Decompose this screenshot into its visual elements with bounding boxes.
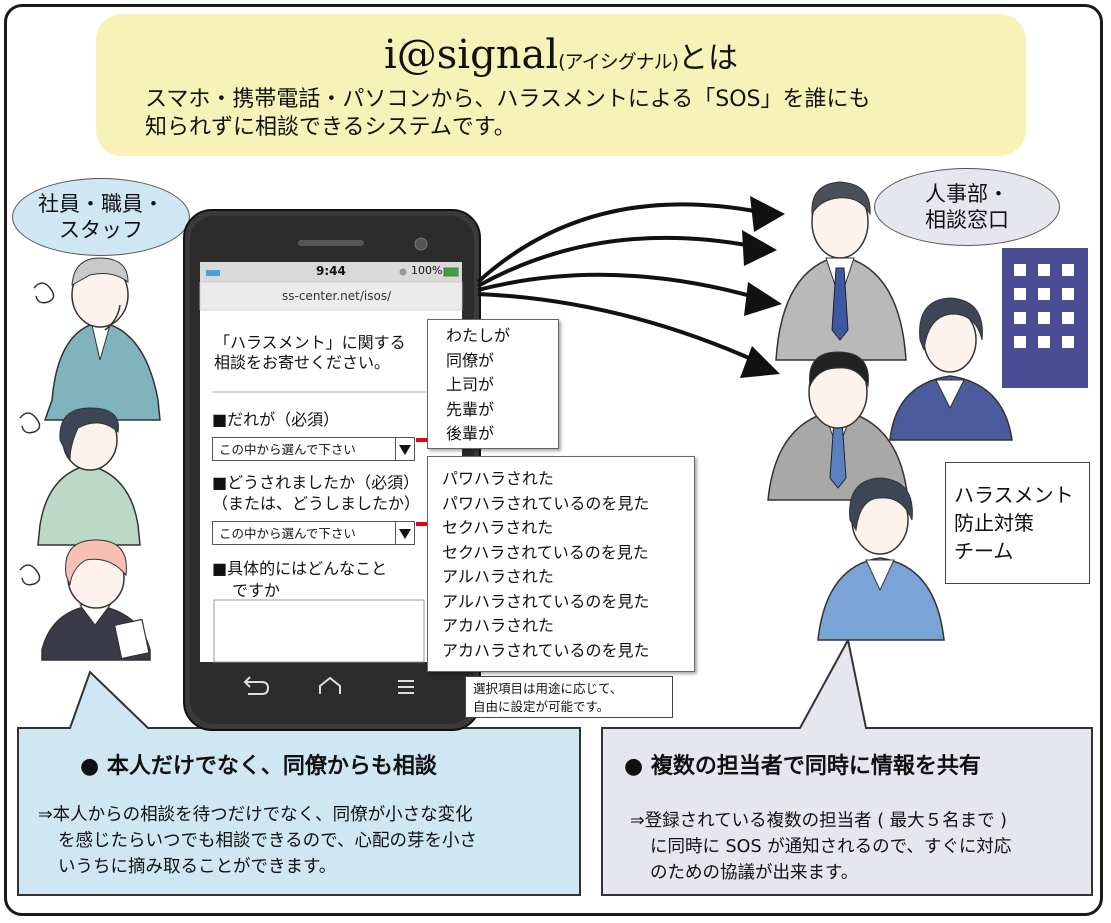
hr-label-line1: 人事部・ (925, 182, 1009, 206)
what-option[interactable]: セクハラされているのを見た (442, 542, 649, 562)
home-icon (319, 676, 341, 694)
who-option[interactable]: 先輩が (446, 399, 495, 419)
what-option[interactable]: アカハラされているのを見た (442, 640, 650, 660)
what-option[interactable]: パワハラされているのを見た (442, 493, 650, 513)
url-bar[interactable]: ss-center.net/isos/ (282, 289, 392, 303)
callout-left-body: ⇒本人からの相談を待つだけでなく、同僚が小さな変化 を感じたらいつでも相談できる… (38, 802, 477, 880)
who-option[interactable]: 上司が (446, 375, 495, 394)
dropdown-arrow-icon[interactable] (395, 521, 415, 545)
form-intro-line1: 「ハラスメント」に関する (214, 333, 406, 352)
callout-right-title: ● 複数の担当者で同時に情報を共有 (624, 754, 981, 779)
header-description: スマホ・携帯電話・パソコンから、ハラスメントによる「SOS」を誰にも 知られずに… (145, 86, 945, 142)
notification-arrows (476, 202, 761, 364)
back-icon (243, 676, 270, 695)
hr-label-line2: 相談窓口 (925, 208, 1009, 232)
worried-person-2 (37, 407, 141, 546)
form-intro-line2: 相談をお寄せください。 (214, 353, 391, 372)
question-what-line1: ■どうされましたか（必須） (212, 473, 420, 492)
worry-icon (19, 282, 55, 586)
who-option[interactable]: 同僚が (446, 350, 495, 370)
staff-label: 社員・職員・ スタッフ (12, 178, 190, 256)
who-option[interactable]: 後輩が (446, 424, 495, 443)
header-banner: i@signal(アイシグナル)とは スマホ・携帯電話・パソコンから、ハラスメン… (96, 14, 1026, 156)
callout-right-line2: に同時に SOS が通知されるので、すぐに対応 (650, 837, 1012, 857)
worried-person-1 (43, 257, 161, 421)
note-line1: 選択項目は用途に応じて、 (473, 681, 623, 696)
what-option[interactable]: アカハラされた (442, 616, 555, 635)
callout-right-body: ⇒登録されている複数の担当者 ( 最大５名まで ) に同時に SOS が通知され… (630, 808, 1011, 886)
smartphone (183, 209, 481, 731)
team-line2: 防止対策 (954, 511, 1034, 535)
header-title: i@signal(アイシグナル)とは (96, 32, 1026, 78)
menu-icon (398, 680, 414, 694)
what-option[interactable]: セクハラされた (442, 518, 554, 537)
staff-label-line2: スタッフ (59, 218, 143, 242)
what-select[interactable]: この中から選んで下さい (212, 521, 396, 545)
worried-person-3 (41, 539, 151, 661)
note-line2: 自由に設定が可能です。 (473, 699, 610, 714)
team-line1: ハラスメント (954, 483, 1074, 507)
hr-man-2 (767, 351, 909, 501)
hr-label: 人事部・ 相談窓口 (874, 168, 1060, 246)
harassment-team-box: ハラスメント 防止対策 チーム (945, 462, 1090, 584)
callout-right-line3: のための協議が出来ます。 (650, 863, 859, 883)
what-options-popup: パワハラされた パワハラされているのを見た セクハラされた セクハラされているの… (427, 456, 695, 672)
question-who: ■だれが（必須） (212, 410, 340, 429)
staff-label-line1: 社員・職員・ (38, 192, 164, 216)
header-desc-line1: スマホ・携帯電話・パソコンから、ハラスメントによる「SOS」を誰にも (145, 87, 871, 112)
hr-man-1 (775, 181, 907, 361)
status-battery: 100% (411, 264, 443, 277)
who-select[interactable]: この中から選んで下さい (212, 437, 396, 461)
callout-left-title: ● 本人だけでなく、同僚からも相談 (80, 754, 437, 779)
title-main: i@signal (383, 32, 559, 78)
arrowheads (740, 196, 785, 378)
status-time: 9:44 (316, 264, 346, 278)
callout-left-line3: いうちに摘み取ることができます。 (58, 857, 337, 877)
who-option[interactable]: わたしが (446, 326, 511, 345)
dropdown-arrow-icon[interactable] (395, 437, 415, 461)
callout-right-shape (601, 637, 1093, 896)
who-options-popup: わたしが 同僚が 上司が 先輩が 後輩が (427, 319, 559, 449)
question-what-line2: （または、どうしましたか） (212, 494, 421, 513)
team-line3: チーム (954, 539, 1014, 563)
title-kana: (アイシグナル) (558, 51, 679, 73)
customization-note: 選択項目は用途に応じて、 自由に設定が可能です。 (465, 676, 673, 718)
hr-woman-2 (817, 477, 945, 641)
question-detail-line2: ですか (232, 581, 281, 600)
callout-left-line1: ⇒本人からの相談を待つだけでなく、同僚が小さな変化 (38, 805, 473, 825)
header-desc-line2: 知られずに相談できるシステムです。 (145, 115, 516, 140)
question-detail-line1: ■具体的にはどんなこと (212, 559, 388, 578)
what-option[interactable]: パワハラされた (442, 469, 554, 488)
title-suffix: とは (678, 41, 738, 76)
what-option[interactable]: アルハラされた (442, 567, 554, 586)
building-icon (1002, 248, 1088, 388)
callout-right-line1: ⇒登録されている複数の担当者 ( 最大５名まで ) (630, 811, 1007, 831)
what-option[interactable]: アルハラされているのを見た (442, 591, 650, 611)
callout-left-line2: を感じたらいつでも相談できるので、心配の芽を小さ (58, 831, 477, 851)
hr-woman-1 (889, 297, 1013, 441)
